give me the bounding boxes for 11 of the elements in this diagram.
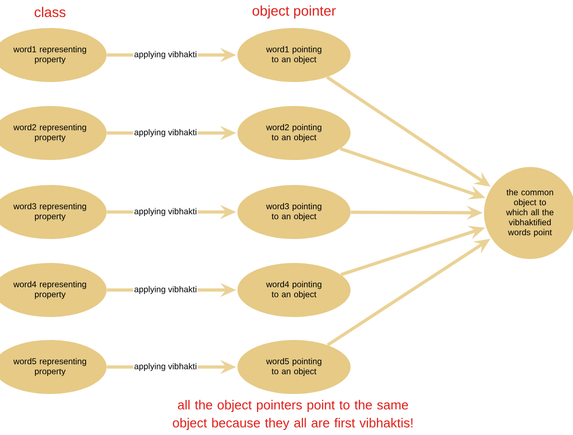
ellipse-node: word1 pointing to an object bbox=[237, 28, 351, 82]
caption: all the object pointers point to the same object because they all are first vibhaktis! bbox=[172, 400, 412, 430]
ellipse-node: word4 pointing to an object bbox=[237, 263, 351, 317]
ellipse-node: word3 pointing to an object bbox=[237, 185, 351, 239]
edge-label: applying vibhakti bbox=[133, 362, 198, 372]
edge-label: applying vibhakti bbox=[133, 285, 198, 295]
ellipse-node: word2 pointing to an object bbox=[237, 106, 351, 160]
edge-label: applying vibhakti bbox=[133, 207, 198, 217]
edge-label: applying vibhakti bbox=[133, 50, 198, 60]
edge-label: applying vibhakti bbox=[133, 128, 198, 138]
ellipse-node: word5 pointing to an object bbox=[237, 340, 351, 394]
